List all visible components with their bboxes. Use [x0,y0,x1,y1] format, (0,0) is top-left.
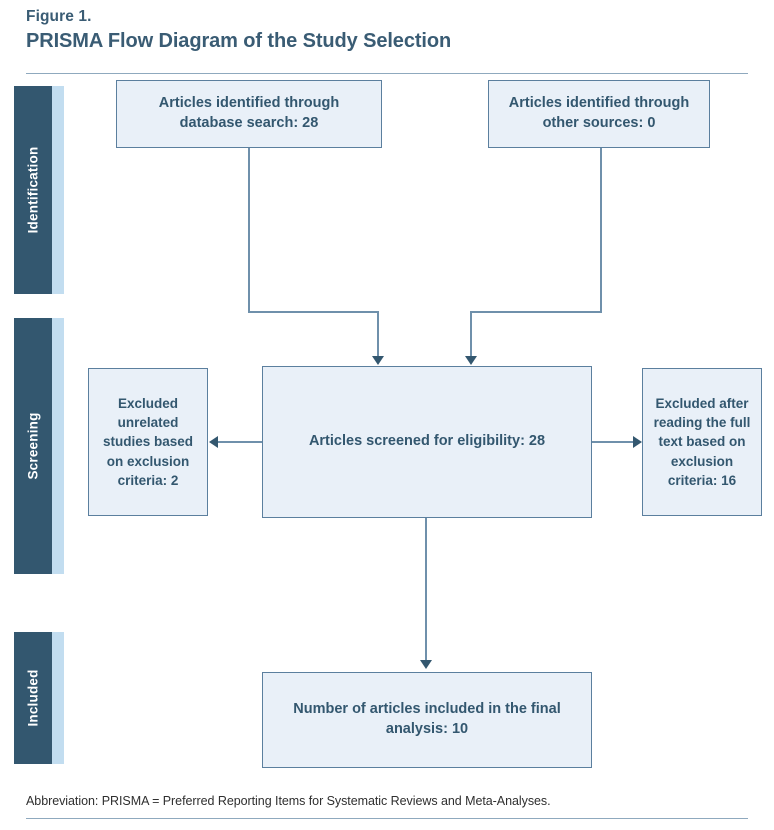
stage-accent-screening [52,318,64,574]
connector-screened-to-excluded-right [592,441,633,443]
node-other-sources: Articles identified through other source… [488,80,710,148]
connector-screened-to-excluded-left [218,441,262,443]
node-excluded-right-label: Excluded after reading the full text bas… [653,396,751,488]
node-screened-label: Articles screened for eligibility: 28 [308,433,546,450]
stage-accent-identification [52,86,64,294]
arrowhead-screened-to-excluded-right [633,436,642,448]
node-excluded-left-label: Excluded unrelated studies based on excl… [102,396,194,488]
arrowhead-database-search-to-screened [372,356,384,365]
connector-database-search-horizontal [248,311,379,313]
stage-label-identification: Identification [25,146,41,234]
top-rule [26,73,748,74]
connector-other-sources-drop [470,311,472,358]
connector-other-sources-horizontal [470,311,602,313]
connector-database-search-drop [377,311,379,358]
figure-footnote: Abbreviation: PRISMA = Preferred Reporti… [26,794,551,808]
stage-bar-screening: Screening [14,318,64,574]
stage-label-screening: Screening [25,412,41,480]
node-excluded-right: Excluded after reading the full text bas… [642,368,762,516]
stage-bar-identification: Identification [14,86,64,294]
connector-database-search-vertical [248,148,250,313]
node-other-sources-label: Articles identified through other source… [508,95,690,131]
node-database-search: Articles identified through database sea… [116,80,382,148]
stage-label-included: Included [25,669,41,727]
arrowhead-other-sources-to-screened [465,356,477,365]
connector-screened-to-included [425,518,427,662]
node-excluded-left: Excluded unrelated studies based on excl… [88,368,208,516]
node-database-search-label: Articles identified through database sea… [158,95,340,131]
node-included-label: Number of articles included in the final… [293,701,561,737]
stage-bar-included: Included [14,632,64,764]
arrowhead-screened-to-excluded-left [209,436,218,448]
node-screened: Articles screened for eligibility: 28 [262,366,592,518]
bottom-rule [26,818,748,819]
figure-number: Figure 1. [26,8,92,25]
stage-accent-included [52,632,64,764]
arrowhead-screened-to-included [420,660,432,669]
node-included: Number of articles included in the final… [262,672,592,768]
figure-title: PRISMA Flow Diagram of the Study Selecti… [26,30,452,52]
connector-other-sources-vertical [600,148,602,313]
